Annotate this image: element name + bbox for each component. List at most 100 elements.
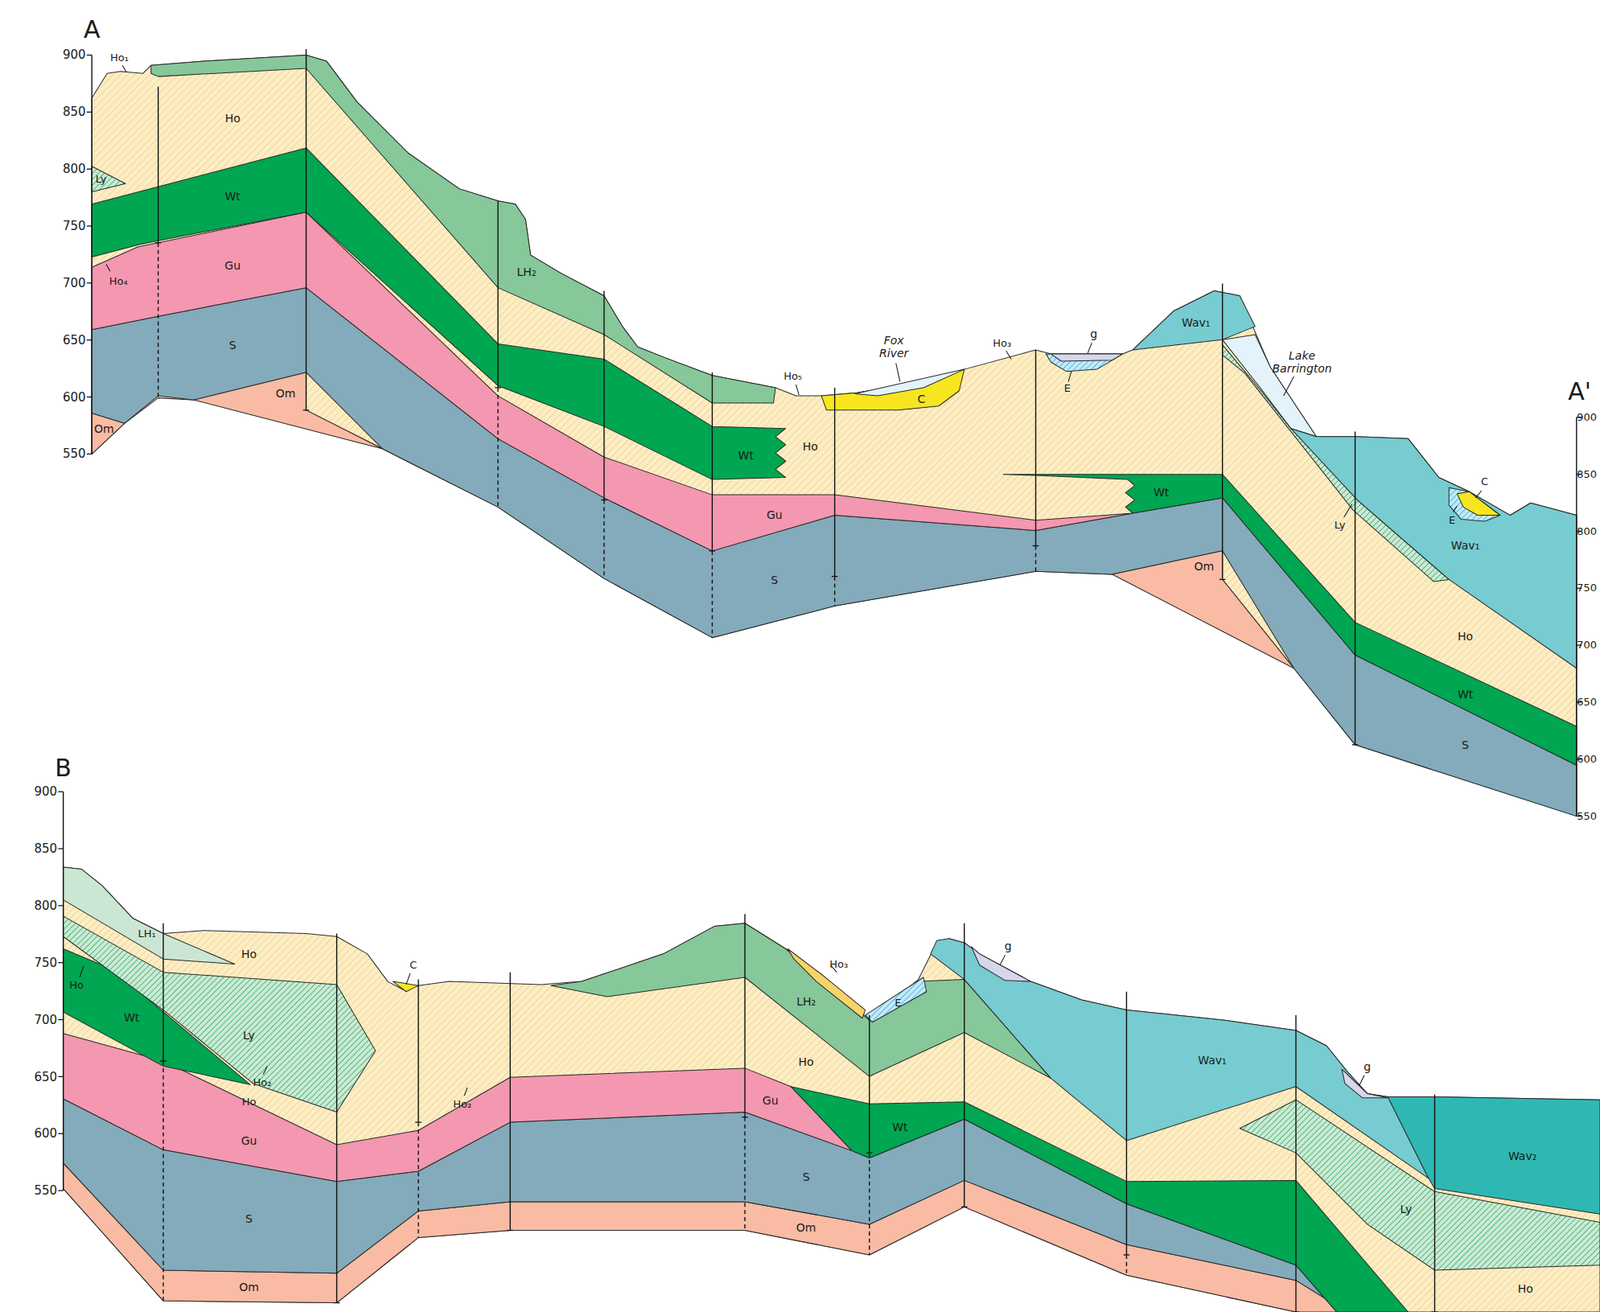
borehole-tick: [1431, 1311, 1439, 1312]
unit-label: S: [1461, 740, 1469, 753]
leader-line: [1475, 490, 1482, 498]
ly-unit: [63, 916, 376, 1113]
unit-label: E: [1064, 382, 1071, 395]
unit-label: Ho: [1517, 1283, 1534, 1296]
unit-label: Om: [1193, 561, 1214, 574]
section-letter: A: [83, 15, 101, 42]
unit-label: LH₁: [138, 928, 157, 940]
unit-label: Gu: [762, 1094, 779, 1107]
leader-line: [1068, 371, 1072, 383]
om-unit: [1112, 551, 1295, 669]
axis-tick: [57, 1189, 63, 1191]
borehole-line: [603, 290, 605, 500]
borehole-tick: [1219, 579, 1226, 580]
unit-label: Ho: [241, 949, 257, 962]
section-letter: A': [1567, 377, 1592, 404]
unit-label: Wav₂: [1508, 1151, 1537, 1164]
elevation-label: 650: [62, 333, 87, 348]
elevation-label: 600: [33, 1126, 58, 1141]
borehole-tick: [506, 1229, 514, 1231]
borehole-line: [1126, 991, 1127, 1255]
elevation-label: 550: [62, 447, 87, 461]
unit-label: S: [802, 1171, 811, 1184]
borehole-tick: [415, 1121, 422, 1123]
borehole-line: [834, 576, 835, 607]
axis-tick: [57, 1133, 63, 1135]
elevation-label: 800: [62, 162, 87, 177]
e-unit: [1045, 353, 1123, 372]
borehole-tick: [303, 409, 310, 411]
elevation-label: 750: [62, 219, 87, 234]
unit-label: Om: [275, 387, 297, 400]
unit-label: Gu: [766, 509, 783, 522]
c-unit: [392, 981, 419, 992]
unit-label: Gu: [241, 1135, 258, 1148]
elevation-label: 900: [62, 48, 87, 62]
axis-tick: [86, 396, 92, 398]
borehole-tick: [831, 575, 839, 577]
unit-label: Wt: [892, 1121, 908, 1134]
elevation-label: 850: [62, 105, 87, 120]
axis-tick: [57, 791, 63, 793]
leader-line: [79, 966, 84, 978]
elevation-label: 900: [33, 785, 58, 799]
elevation-label: 600: [62, 390, 87, 404]
unit-label: C: [1480, 476, 1489, 488]
borehole-line: [497, 387, 498, 507]
ho-unit: [63, 867, 1600, 1312]
borehole-line: [744, 1117, 745, 1231]
e-unit: [865, 977, 927, 1023]
leader-line: [1006, 350, 1012, 359]
unit-label: Ly: [1400, 1204, 1413, 1217]
borehole-tick: [160, 1060, 167, 1062]
ly-unit: [91, 166, 126, 193]
borehole-tick: [961, 1206, 968, 1208]
borehole-line: [162, 923, 164, 1062]
unit-label: Wav₁: [1197, 1055, 1226, 1068]
borehole-line: [711, 551, 713, 638]
elevation-label: 850: [1576, 468, 1597, 481]
leader-line: [1452, 505, 1457, 513]
unit-label: Wav₁: [1451, 539, 1480, 552]
unit-label: Ho₂: [253, 1077, 272, 1089]
unit-label: Ho: [798, 1056, 815, 1069]
borehole-line: [963, 923, 965, 1208]
leader-line: [999, 954, 1005, 966]
unit-label: Om: [94, 423, 115, 436]
leader-line: [1344, 504, 1353, 518]
borehole-line: [603, 499, 605, 579]
unit-label: E: [1448, 514, 1456, 527]
unit-label: Ho: [802, 440, 819, 453]
axis-tick: [86, 168, 92, 170]
unit-label: Gu: [224, 259, 241, 272]
elevation-label: 900: [1576, 411, 1597, 424]
unit-label: g: [1004, 940, 1012, 953]
borehole-line: [162, 1061, 164, 1301]
leader-line: [263, 1065, 268, 1074]
ho-unit: [787, 948, 865, 1018]
borehole-line: [868, 1152, 870, 1255]
elevation-label: 750: [33, 956, 58, 971]
unit-label: S: [245, 1213, 253, 1226]
om-unit: [193, 372, 383, 449]
axis-tick: [57, 847, 63, 849]
borehole-tick: [494, 386, 502, 388]
wav-unit: [1291, 428, 1577, 669]
borehole-line: [157, 242, 159, 399]
borehole-line: [157, 86, 159, 243]
c-unit: [821, 369, 965, 411]
axis-tick: [86, 282, 92, 284]
lh-unit: [306, 54, 777, 403]
unit-label: Ho₅: [783, 370, 803, 383]
leader-line: [122, 65, 127, 73]
axis-tick: [57, 904, 63, 906]
unit-label: Om: [238, 1281, 260, 1294]
borehole-line: [1035, 546, 1037, 572]
borehole-line: [336, 933, 338, 1303]
borehole-line: [834, 387, 835, 577]
borehole-tick: [155, 242, 162, 243]
borehole-line: [497, 201, 498, 388]
elevation-label: 550: [33, 1184, 58, 1198]
unit-label: Ho₁: [110, 52, 129, 64]
